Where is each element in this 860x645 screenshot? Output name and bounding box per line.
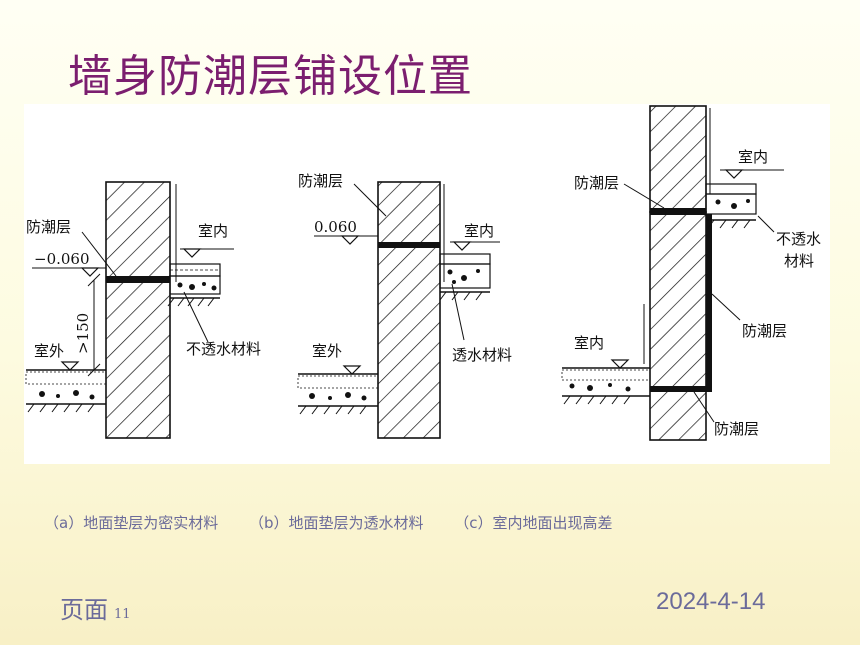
- c-indoor-bottom-label: 室内: [574, 334, 604, 352]
- a-damp-layer-label: 防潮层: [26, 218, 71, 236]
- diagram-svg: 防潮层 −0.060 室内 室外 >150 不透水材料: [25, 105, 821, 441]
- slide-date: 2024-4-14: [656, 588, 766, 615]
- b-material-label: 透水材料: [452, 346, 512, 364]
- damp-layer-c-bottom: [650, 386, 706, 392]
- c-damp-layer-side-label: 防潮层: [742, 322, 787, 340]
- diagram-b: 防潮层 0.060 室内 室外 透水材料: [297, 172, 512, 439]
- page-label: 页面: [60, 596, 108, 624]
- page-number: 11: [114, 607, 131, 622]
- diagram-a: 防潮层 −0.060 室内 室外 >150 不透水材料: [25, 181, 261, 439]
- figure-captions: （a）地面垫层为密实材料 （b）地面垫层为透水材料 （c）室内地面出现高差: [44, 512, 639, 533]
- a-material-label: 不透水材料: [186, 340, 261, 358]
- caption-c: （c）室内地面出现高差: [454, 514, 613, 532]
- a-indoor-label: 室内: [198, 222, 228, 240]
- impermeable-base-a: [169, 275, 221, 295]
- c-indoor-top-label: 室内: [738, 148, 768, 166]
- a-elevation-label: −0.060: [34, 250, 90, 268]
- permeable-base-b: [439, 263, 491, 289]
- c-material-line1-label: 不透水: [776, 230, 821, 248]
- wall-b: [377, 181, 441, 439]
- b-damp-layer-label: 防潮层: [298, 172, 343, 190]
- b-indoor-label: 室内: [464, 222, 494, 240]
- caption-a: （a）地面垫层为密实材料: [44, 514, 219, 532]
- damp-layer-b: [378, 242, 440, 248]
- diagram-c: 室内 防潮层 不透水 材料 防潮层 室内 防潮层: [561, 105, 821, 441]
- c-damp-layer-bottom-label: 防潮层: [714, 420, 759, 438]
- wall-c-upper: [649, 105, 707, 213]
- c-damp-layer-top-label: 防潮层: [574, 174, 619, 192]
- b-elevation-label: 0.060: [314, 218, 357, 236]
- damp-layer-c-top: [650, 208, 706, 215]
- slide-title: 墙身防潮层铺设位置: [68, 51, 473, 102]
- wall-c-lower: [649, 211, 707, 441]
- impermeable-base-c: [705, 193, 757, 215]
- a-outdoor-label: 室外: [34, 342, 64, 360]
- wall-a: [105, 181, 171, 439]
- damp-proof-diagram: 防潮层 −0.060 室内 室外 >150 不透水材料: [24, 104, 830, 464]
- caption-b: （b）地面垫层为透水材料: [248, 514, 424, 532]
- page-indicator: 页面 11: [60, 590, 131, 625]
- damp-layer-a: [106, 276, 170, 283]
- c-material-line2-label: 材料: [784, 252, 814, 270]
- a-dimension-label: >150: [74, 313, 92, 354]
- damp-layer-c-side: [706, 214, 712, 392]
- indoor-floor-b: [439, 253, 491, 265]
- b-outdoor-label: 室外: [312, 342, 342, 360]
